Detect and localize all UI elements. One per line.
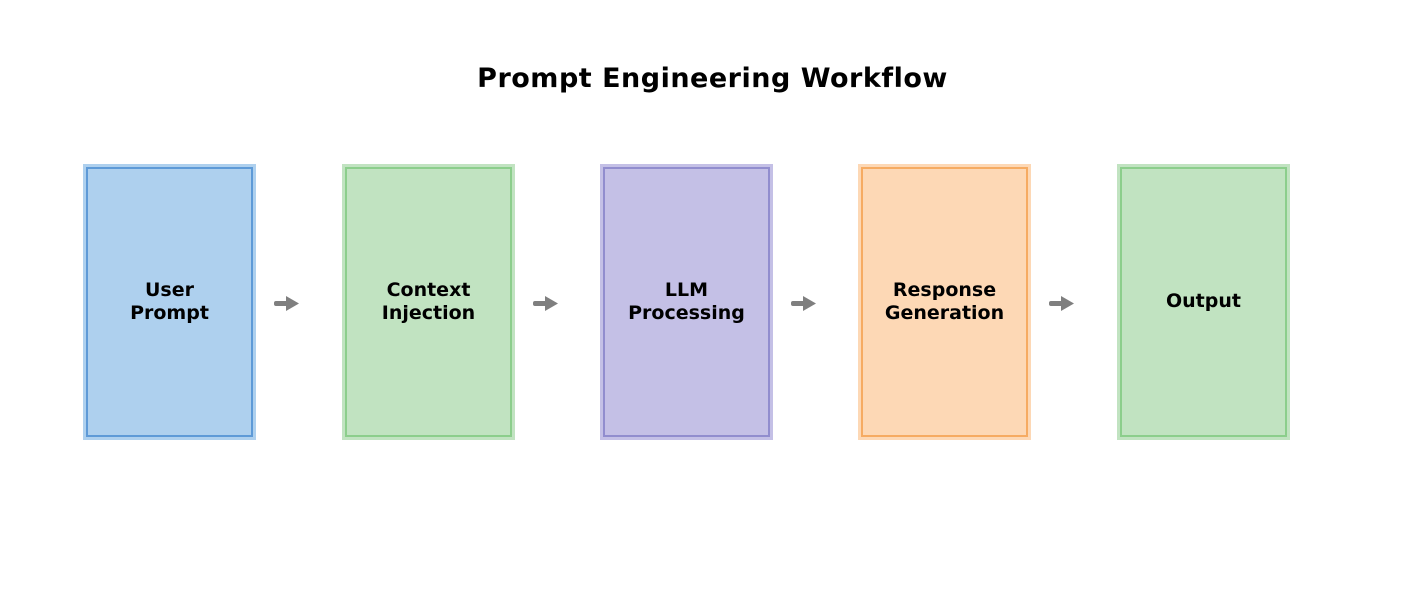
node-user-prompt-label: User Prompt <box>130 278 209 324</box>
node-context-injection: Context Injection <box>345 167 512 437</box>
node-output-label: Output <box>1166 290 1241 313</box>
arrow-right-icon <box>274 295 299 312</box>
node-llm-processing: LLM Processing <box>603 167 770 437</box>
node-user-prompt: User Prompt <box>86 167 253 437</box>
node-response-generation-label: Response Generation <box>884 278 1005 324</box>
node-llm-processing-label: LLM Processing <box>628 278 745 324</box>
diagram-title: Prompt Engineering Workflow <box>477 63 948 94</box>
arrow-right-icon <box>791 295 816 312</box>
node-response-generation: Response Generation <box>861 167 1028 437</box>
arrow-right-icon <box>533 295 558 312</box>
node-output: Output <box>1120 167 1287 437</box>
node-context-injection-label: Context Injection <box>381 278 476 324</box>
arrow-right-icon <box>1049 295 1074 312</box>
